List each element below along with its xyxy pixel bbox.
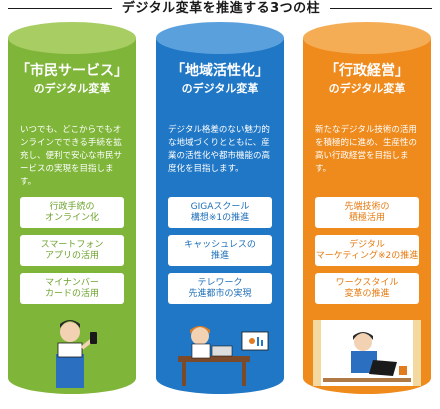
initiative-label: デジタル マーケティング※2の推進 [315, 239, 419, 261]
initiative-card: デジタル マーケティング※2の推進 [315, 235, 419, 266]
pillar-title: 「行政経営」 [325, 63, 409, 79]
person-with-smartphone-icon [56, 320, 97, 388]
student-with-laptop-icon [178, 326, 269, 386]
page-header: デジタル変革を推進する3つの柱 [0, 0, 440, 20]
initiative-card: テレワーク 先進都市の実現 [168, 273, 272, 304]
initiative-label: ワークスタイル 変革の推進 [335, 277, 399, 299]
initiative-card: GIGAスクール 構想※1の推進 [168, 197, 272, 228]
pillar-description: デジタル格差のない魅力的な地域づくりとともに、産業の活性化や都市機能の高度化を目… [168, 125, 271, 174]
initiative-label: 行政手続の オンライン化 [44, 201, 99, 223]
initiative-label: 先端技術の 積極活用 [344, 201, 390, 223]
person-working-at-laptop-icon [313, 320, 421, 386]
header-rule-left [8, 8, 112, 9]
initiative-card: マイナンバー カードの活用 [20, 273, 124, 304]
initiative-label: スマートフォン アプリの活用 [40, 239, 104, 261]
header-rule-right [330, 8, 432, 9]
initiative-card: スマートフォン アプリの活用 [20, 235, 124, 266]
pillar-description: いつでも、どこからでもオンラインでできる手続を拡充し、便利で安心な市民サービスの… [20, 125, 123, 187]
page-title: デジタル変革を推進する3つの柱 [121, 1, 321, 16]
pillar-subtitle: のデジタル変革 [33, 82, 111, 95]
pillar-top [303, 22, 431, 54]
pillar-citizen-services: 「市民サービス」 のデジタル変革 いつでも、どこからでもオンラインでできる手続を… [8, 22, 136, 394]
pillar-title: 「市民サービス」 [16, 63, 128, 79]
pillar-title: 「地域活性化」 [171, 63, 269, 79]
initiative-card: 先端技術の 積極活用 [315, 197, 419, 228]
initiative-card: キャッシュレスの 推進 [168, 235, 272, 266]
pillar-description: 新たなデジタル技術の活用を積極的に進め、生産性の高い行政経営を目指します。 [315, 125, 418, 174]
pillar-regional-revitalization: 「地域活性化」 のデジタル変革 デジタル格差のない魅力的な地域づくりとともに、産… [156, 22, 284, 394]
initiative-label: マイナンバー カードの活用 [44, 277, 99, 299]
pillar-top [156, 22, 284, 54]
initiative-card: 行政手続の オンライン化 [20, 197, 124, 228]
initiative-label: GIGAスクール 構想※1の推進 [190, 201, 250, 223]
pillar-top [8, 22, 136, 54]
initiative-label: キャッシュレスの 推進 [184, 239, 256, 261]
pillar-subtitle: のデジタル変革 [181, 82, 259, 95]
pillar-base [156, 362, 284, 394]
initiative-label: テレワーク 先進都市の実現 [188, 277, 252, 299]
initiative-card: ワークスタイル 変革の推進 [315, 273, 419, 304]
pillar-administrative-management: 「行政経営」 のデジタル変革 新たなデジタル技術の活用を積極的に進め、生産性の高… [303, 22, 431, 394]
pillar-subtitle: のデジタル変革 [328, 82, 406, 95]
